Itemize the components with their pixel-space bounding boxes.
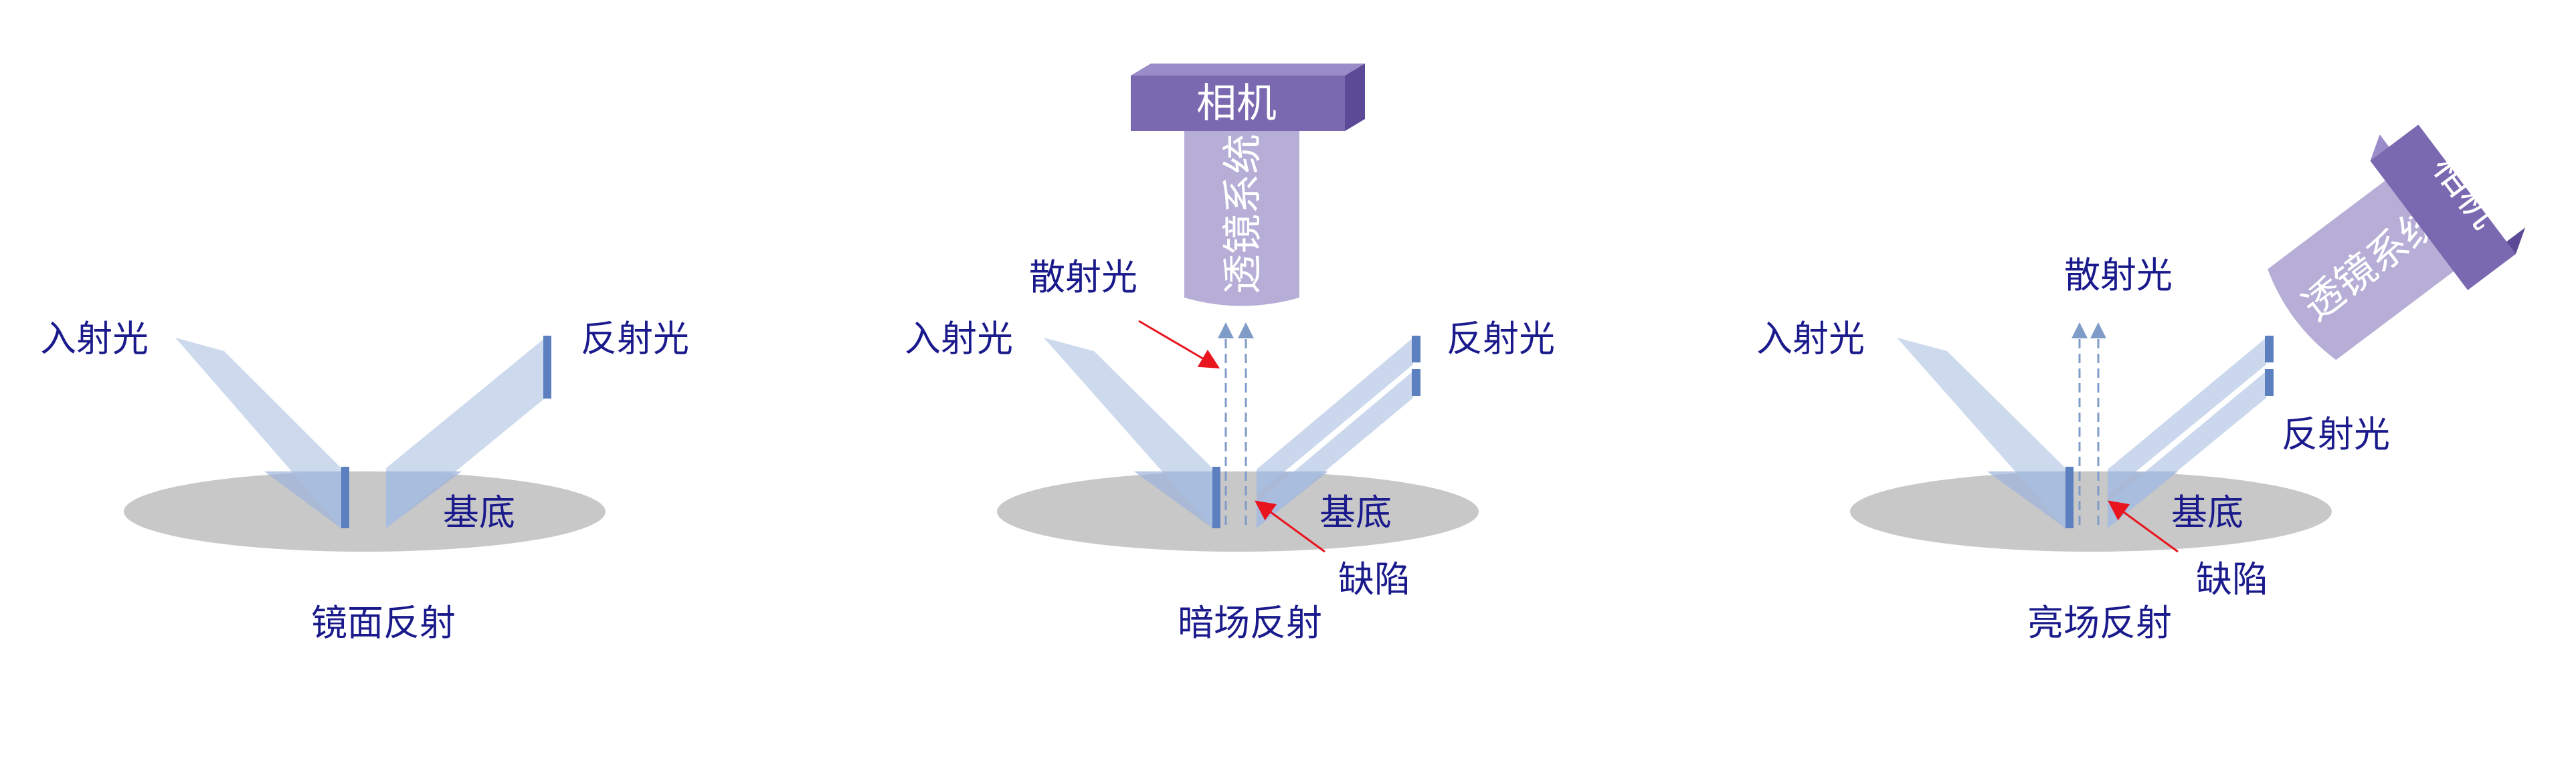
camera-front <box>1131 76 1345 131</box>
scattered-label: 散射光 <box>1029 256 1137 298</box>
substrate-label: 基底 <box>1319 491 1392 534</box>
lens-system <box>2268 181 2454 360</box>
incident-label: 入射光 <box>40 318 149 360</box>
reflected-beam-footprint <box>386 471 462 528</box>
substrate-label: 基底 <box>443 491 515 534</box>
camera-top <box>1131 64 1365 76</box>
panel-specular: 入射光 反射光 基底 镜面反射 <box>40 318 689 644</box>
reflected-slit-upper <box>1412 336 1420 362</box>
substrate-disc <box>124 471 606 552</box>
arrow-icon <box>1255 500 1325 553</box>
incident-beam-footprint <box>1134 471 1212 528</box>
incident-beam-footprint <box>1987 471 2065 528</box>
scattered-label: 散射光 <box>2064 254 2173 296</box>
reflected-slit-lower <box>2265 369 2274 396</box>
arrow-icon <box>1138 320 1220 369</box>
substrate-label: 基底 <box>2171 491 2243 534</box>
incident-slit <box>341 467 349 528</box>
panel-bright-field: 透镜系统 相机 散射光 入射光 反射光 基底 缺陷 亮场反射 <box>1756 124 2526 644</box>
lens-label: 透镜系统 <box>1220 134 1267 294</box>
defect-label: 缺陷 <box>1338 558 1410 600</box>
reflected-beam-upper <box>2108 338 2266 495</box>
reflected-label: 反射光 <box>581 318 689 360</box>
incident-label: 入射光 <box>1756 318 1865 360</box>
reflected-slit-lower <box>1412 369 1420 396</box>
substrate-disc <box>1850 471 2332 552</box>
incident-slit <box>2065 467 2074 528</box>
tilted-camera-assembly: 透镜系统 相机 <box>2268 124 2526 360</box>
defect-label: 缺陷 <box>2196 558 2268 600</box>
camera-front <box>2370 124 2516 290</box>
incident-slit <box>1212 467 1220 528</box>
reflected-label: 反射光 <box>1447 318 1555 360</box>
panel-dark-field: 透镜系统 相机 散射光 入射光 反射光 基底 缺陷 暗场反射 <box>905 64 1555 644</box>
lens-system <box>1184 130 1299 306</box>
incident-beam-footprint <box>264 471 341 528</box>
reflected-beam-upper <box>1257 338 1413 495</box>
reflected-slit <box>543 336 551 399</box>
substrate-disc <box>997 471 1479 552</box>
arrow-icon <box>2108 500 2179 553</box>
reflected-label: 反射光 <box>2282 413 2390 455</box>
panel-caption: 亮场反射 <box>2027 602 2172 644</box>
incident-label: 入射光 <box>905 318 1013 360</box>
panel-caption: 暗场反射 <box>1178 602 1322 644</box>
reflected-slit-upper <box>2265 336 2274 362</box>
camera-label: 相机 <box>1196 80 1277 127</box>
camera-side <box>1345 64 1365 131</box>
panel-caption: 镜面反射 <box>311 602 456 644</box>
